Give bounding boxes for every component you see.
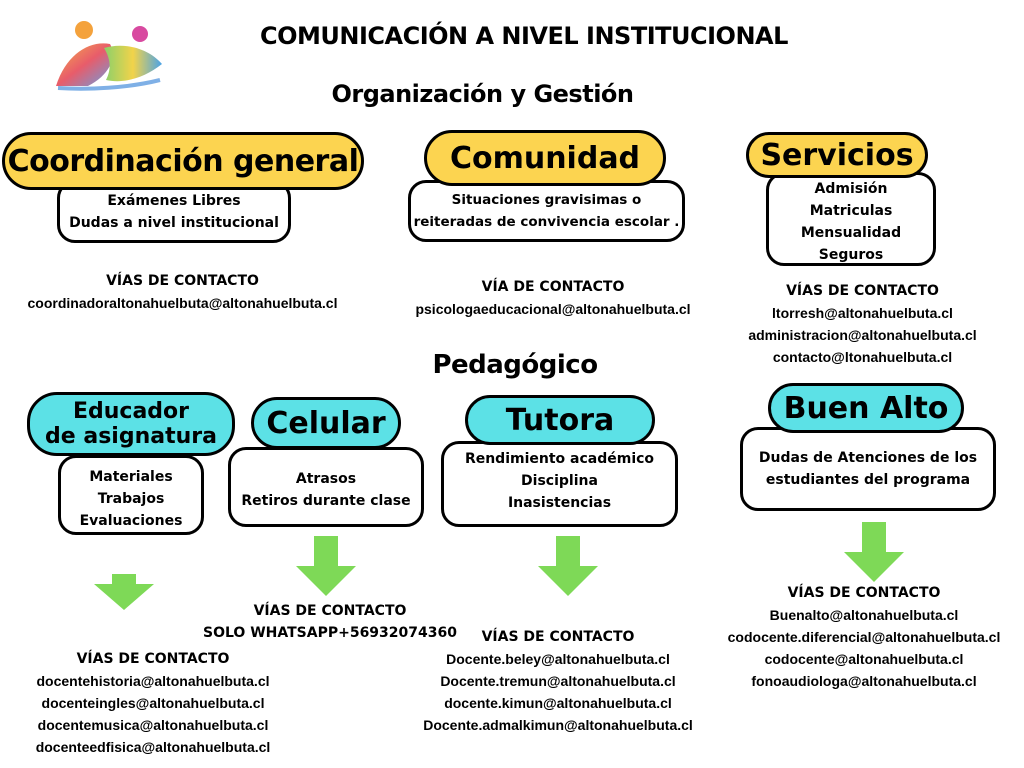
- servicios-item: Seguros: [818, 247, 884, 263]
- educador-item: Trabajos: [97, 491, 165, 507]
- comunidad-contact: VÍA DE CONTACTO psicologaeducacional@alt…: [398, 276, 708, 320]
- educador-items-box: Materiales Trabajos Evaluaciones: [58, 455, 204, 535]
- educador-item: Evaluaciones: [79, 513, 183, 529]
- buenalto-contact: VÍAS DE CONTACTO Buenalto@altonahuelbuta…: [706, 582, 1022, 692]
- contact-email: Docente.tremun@altonahuelbuta.cl: [440, 673, 676, 689]
- servicios-items-box: Admisión Matriculas Mensualidad Seguros: [766, 172, 936, 266]
- contact-heading: VÍAS DE CONTACTO: [786, 283, 939, 299]
- contact-email: Docente.beley@altonahuelbuta.cl: [446, 651, 670, 667]
- contact-heading: VÍAS DE CONTACTO: [106, 273, 259, 289]
- celular-items-box: Atrasos Retiros durante clase: [228, 447, 424, 527]
- tutora-item: Disciplina: [521, 473, 598, 489]
- contact-email: docente.kimun@altonahuelbuta.cl: [444, 695, 672, 711]
- coordinacion-contact: VÍAS DE CONTACTO coordinadoraltonahuelbu…: [0, 270, 365, 314]
- contact-email: codocente@altonahuelbuta.cl: [764, 651, 964, 667]
- celular-item: Retiros durante clase: [241, 493, 411, 509]
- servicios-pill: Servicios: [746, 132, 928, 178]
- coordinacion-item: Exámenes Libres: [107, 192, 241, 209]
- contact-email: psicologaeducacional@altonahuelbuta.cl: [415, 301, 691, 317]
- coordinacion-item: Dudas a nivel institucional: [69, 214, 279, 231]
- servicios-contact: VÍAS DE CONTACTO ltorresh@altonahuelbuta…: [720, 280, 1005, 368]
- contact-email: codocente.diferencial@altonahuelbuta.cl: [727, 629, 1001, 645]
- tutora-pill: Tutora: [465, 395, 655, 445]
- educador-asignatura-pill: Educador de asignatura: [27, 392, 235, 456]
- tutora-item: Inasistencias: [507, 495, 612, 511]
- contact-email: ltorresh@altonahuelbuta.cl: [772, 305, 953, 321]
- contact-email: docenteedfisica@altonahuelbuta.cl: [35, 739, 271, 755]
- contact-email: docenteingles@altonahuelbuta.cl: [41, 695, 265, 711]
- coordinacion-items-box: Exámenes Libres Dudas a nivel institucio…: [57, 180, 291, 243]
- contact-email: coordinadoraltonahuelbuta@altonahuelbuta…: [27, 295, 338, 311]
- contact-email: Buenalto@altonahuelbuta.cl: [769, 607, 959, 623]
- educador-item: Materiales: [89, 469, 173, 485]
- servicios-item: Matriculas: [809, 203, 893, 219]
- buenalto-item: Dudas de Atenciones de los: [758, 450, 978, 466]
- tutora-contact: VÍAS DE CONTACTO Docente.beley@altonahue…: [400, 626, 716, 736]
- buen-alto-pill: Buen Alto: [768, 383, 964, 433]
- celular-item: Atrasos: [295, 471, 357, 487]
- contact-heading: VÍA DE CONTACTO: [481, 279, 625, 295]
- contact-heading: VÍAS DE CONTACTO: [253, 603, 407, 619]
- comunidad-item: Situaciones gravisimas o: [451, 192, 642, 208]
- contact-email: administracion@altonahuelbuta.cl: [748, 327, 977, 343]
- educador-contact: VÍAS DE CONTACTO docentehistoria@altonah…: [0, 648, 306, 758]
- school-logo: [56, 21, 162, 91]
- servicios-item: Admisión: [814, 181, 888, 197]
- tutora-items-box: Rendimiento académico Disciplina Inasist…: [441, 441, 678, 527]
- educador-label-line2: de asignatura: [45, 424, 217, 449]
- down-arrow-icon: [94, 574, 154, 610]
- contact-heading: VÍAS DE CONTACTO: [76, 651, 230, 667]
- down-arrow-icon: [296, 536, 356, 596]
- coordinacion-general-pill: Coordinación general: [2, 132, 364, 190]
- contact-whatsapp: SOLO WHATSAPP+56932074360: [203, 625, 457, 641]
- comunidad-items-box: Situaciones gravisimas o reiteradas de c…: [408, 180, 685, 242]
- buenalto-items-box: Dudas de Atenciones de los estudiantes d…: [740, 427, 996, 511]
- contact-heading: VÍAS DE CONTACTO: [481, 629, 635, 645]
- servicios-item: Mensualidad: [800, 225, 902, 241]
- page-title: COMUNICACIÓN A NIVEL INSTITUCIONAL: [260, 22, 788, 50]
- buenalto-item: estudiantes del programa: [765, 472, 971, 488]
- contact-email: fonoaudiologa@altonahuelbuta.cl: [751, 673, 977, 689]
- contact-email: contacto@ltonahuelbuta.cl: [772, 349, 953, 365]
- educador-label-line1: Educador: [72, 399, 190, 424]
- down-arrow-icon: [844, 522, 904, 582]
- section-title-pedagogico: Pedagógico: [432, 350, 598, 380]
- down-arrow-icon: [538, 536, 598, 596]
- section-title-organizacion: Organización y Gestión: [331, 80, 634, 108]
- contact-email: docentemusica@altonahuelbuta.cl: [37, 717, 269, 733]
- comunidad-item: reiteradas de convivencia escolar .: [413, 214, 680, 230]
- comunidad-pill: Comunidad: [424, 130, 666, 186]
- contact-heading: VÍAS DE CONTACTO: [787, 585, 941, 601]
- contact-email: Docente.admalkimun@altonahuelbuta.cl: [423, 717, 693, 733]
- celular-pill: Celular: [251, 397, 401, 449]
- contact-email: docentehistoria@altonahuelbuta.cl: [36, 673, 270, 689]
- tutora-item: Rendimiento académico: [464, 451, 655, 467]
- celular-contact: VÍAS DE CONTACTO SOLO WHATSAPP+569320743…: [195, 600, 465, 644]
